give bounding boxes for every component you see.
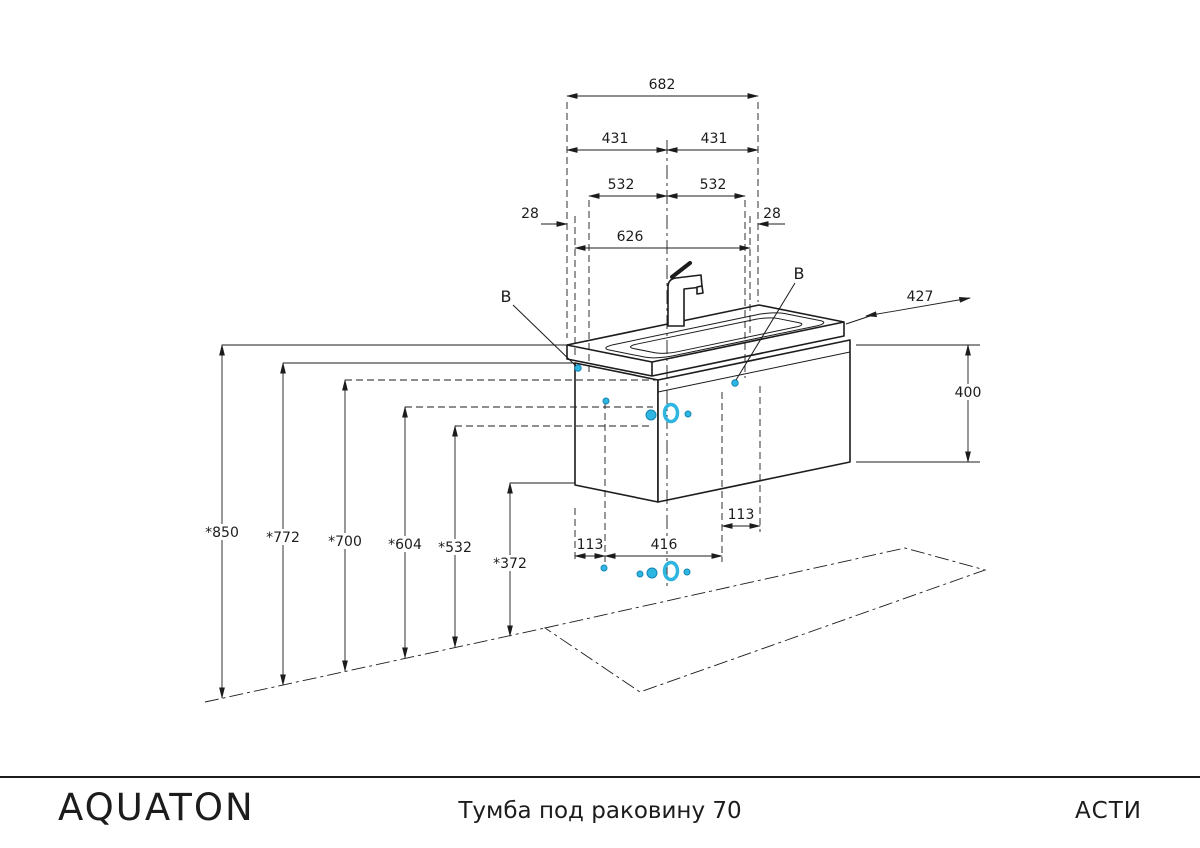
fixing-dot bbox=[684, 410, 692, 418]
drain-ring-icon bbox=[662, 560, 680, 582]
dim-mount-span: 626 bbox=[617, 229, 644, 245]
detail-callouts: В В bbox=[501, 264, 805, 381]
dim-height-bottom: *372 bbox=[493, 556, 527, 572]
fixing-dot bbox=[574, 364, 582, 372]
fixing-dot bbox=[636, 570, 644, 578]
fixing-dot bbox=[683, 568, 691, 576]
fixing-dot bbox=[646, 567, 658, 579]
fixing-dot bbox=[600, 564, 608, 572]
dim-height-total: *850 bbox=[205, 525, 239, 541]
dim-depth: 427 bbox=[907, 289, 934, 305]
washbasin-edges bbox=[566, 321, 845, 376]
dim-height-700: *700 bbox=[328, 534, 362, 550]
mounting-points bbox=[574, 364, 739, 582]
brand-logo: AQUATON bbox=[58, 786, 255, 829]
dim-overall-width: 682 bbox=[649, 77, 676, 93]
dim-edge-offset-right: 28 bbox=[763, 206, 781, 222]
dim-edge-offset-left: 28 bbox=[521, 206, 539, 222]
title-block: AQUATON Тумба под раковину 70 АСТИ bbox=[0, 776, 1200, 848]
dim-mount-diag-left: 532 bbox=[608, 177, 635, 193]
dim-center-left: 431 bbox=[602, 131, 629, 147]
floor-reference-lines bbox=[204, 547, 987, 703]
dim-bottom-offset-right: 113 bbox=[728, 507, 755, 523]
fixing-dot bbox=[602, 397, 610, 405]
dim-height-772: *772 bbox=[266, 530, 300, 546]
drain-ring-icon bbox=[662, 402, 680, 424]
dimension-labels: 682 431 431 532 532 28 28 626 427 400 *8… bbox=[202, 77, 986, 572]
dim-bottom-span: 416 bbox=[651, 537, 678, 553]
product-title: Тумба под раковину 70 bbox=[458, 798, 742, 824]
technical-drawing: В В 682 431 431 532 532 28 28 626 427 40… bbox=[202, 77, 987, 703]
cabinet-front-face bbox=[657, 339, 851, 503]
dim-center-right: 431 bbox=[701, 131, 728, 147]
dim-height-604: *604 bbox=[388, 537, 422, 553]
detail-label-right: В bbox=[794, 264, 805, 283]
cabinet-left-face bbox=[574, 362, 659, 503]
drawer-seam bbox=[657, 351, 851, 393]
fixing-dot bbox=[645, 409, 657, 421]
dim-cabinet-height: 400 bbox=[955, 385, 982, 401]
height-reference-lines bbox=[222, 344, 656, 484]
dim-mount-diag-right: 532 bbox=[700, 177, 727, 193]
dim-bottom-offset-left: 113 bbox=[577, 537, 604, 553]
fixing-dot bbox=[731, 379, 739, 387]
detail-label-left: В bbox=[501, 287, 512, 306]
extension-lines bbox=[566, 102, 761, 590]
basin-bowl bbox=[598, 311, 831, 359]
model-name: АСТИ bbox=[1074, 798, 1142, 824]
faucet-icon bbox=[667, 261, 704, 327]
vanity-cabinet bbox=[566, 261, 851, 503]
dim-height-532: *532 bbox=[438, 540, 472, 556]
